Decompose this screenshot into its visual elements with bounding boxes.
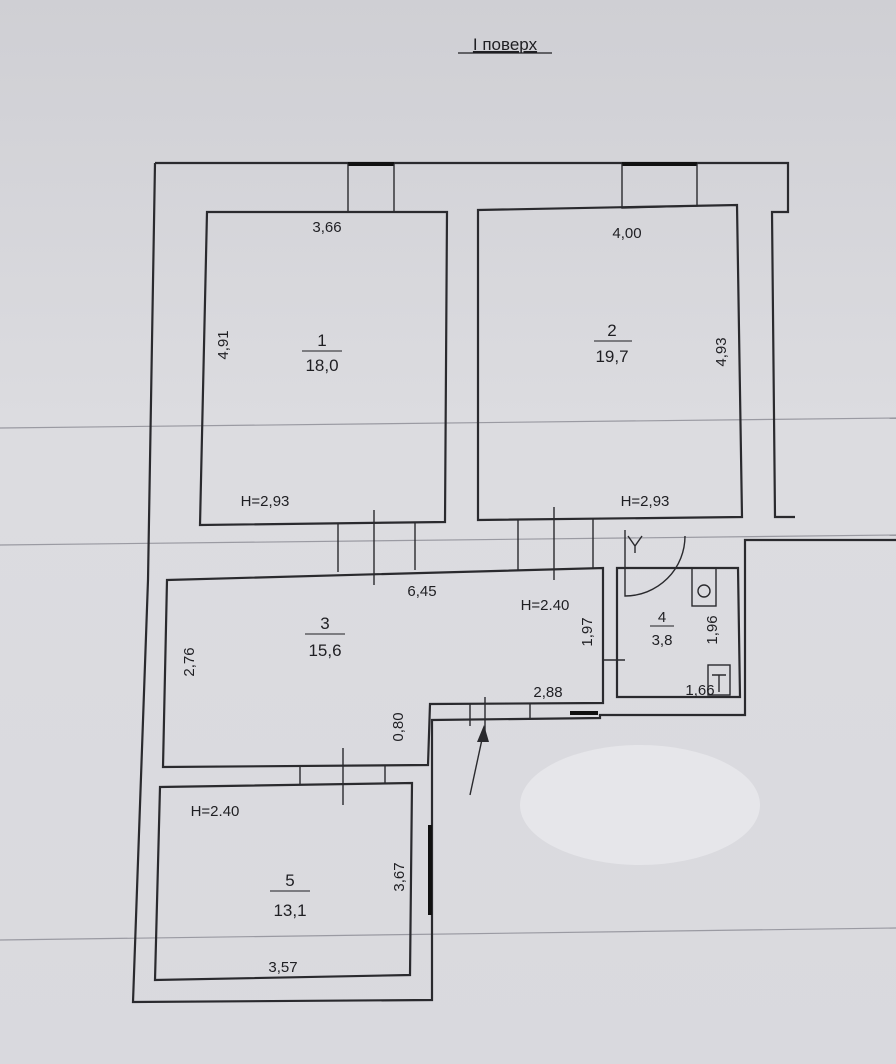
room-1-height: H=2,93 [241, 493, 290, 510]
room-1-number: 1 [317, 331, 326, 350]
plan-title: I поверх [473, 35, 538, 54]
washbasin-drain-icon [697, 584, 711, 598]
room-2-outline [476, 203, 744, 522]
room-3-outline [161, 566, 605, 769]
room-4-width: 1,66 [685, 682, 714, 699]
blurred-area [520, 745, 760, 865]
form-line [0, 927, 896, 941]
room-4-length: 1,96 [704, 615, 721, 644]
room-3-step-dimension: 2,88 [533, 684, 562, 701]
room-5-width: 3,57 [268, 959, 297, 976]
room-4-outline [615, 566, 742, 699]
toilet-icon [707, 664, 731, 696]
room-1-outline [198, 210, 449, 527]
room-5-area: 13,1 [273, 901, 306, 920]
room-3-number: 3 [320, 614, 329, 633]
room-5-length: 3,67 [391, 862, 408, 891]
room-1-width: 3,66 [312, 219, 341, 236]
toilet-symbol [712, 674, 726, 692]
window-niche [621, 164, 698, 209]
room-3-height: H=2.40 [521, 597, 570, 614]
room-1-area: 18,0 [305, 356, 338, 375]
room-2-length: 4,93 [713, 337, 730, 366]
room-3-width: 6,45 [407, 583, 436, 600]
washbasin-icon [691, 567, 717, 607]
room-4-area: 3,8 [652, 632, 673, 649]
room-3-length: 2,76 [181, 647, 198, 676]
vent-symbol [627, 535, 643, 553]
outer-wall [155, 161, 795, 519]
room-3-passage-dimension: 0,80 [390, 712, 407, 741]
room-3-right-dimension: 1,97 [579, 617, 596, 646]
door-swing [624, 530, 686, 597]
entrance-arrow-head [477, 725, 489, 742]
room-2-height: H=2,93 [621, 493, 670, 510]
room-2-area: 19,7 [595, 347, 628, 366]
room-5-outline [153, 781, 414, 982]
room-5-height: H=2.40 [191, 803, 240, 820]
form-line [0, 417, 896, 429]
room-2-width: 4,00 [612, 225, 641, 242]
room-1-length: 4,91 [215, 330, 232, 359]
outer-wall [131, 162, 896, 1004]
room-5-number: 5 [285, 871, 294, 890]
room-4-number: 4 [658, 609, 666, 626]
room-2-number: 2 [607, 321, 616, 340]
room-3-area: 15,6 [308, 641, 341, 660]
window-niche [347, 164, 395, 213]
